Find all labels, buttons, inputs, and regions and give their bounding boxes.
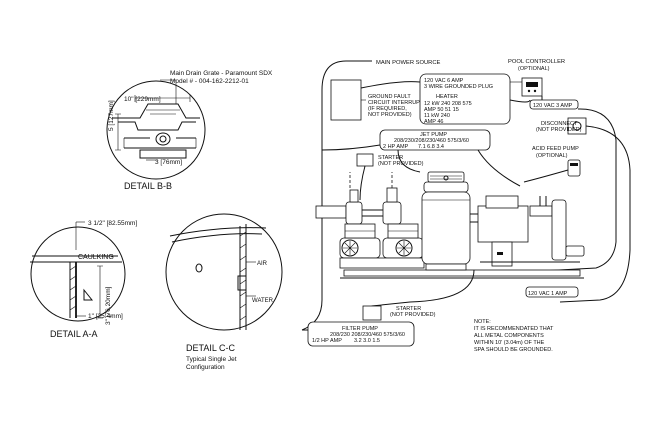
filter-pump-box <box>307 321 415 347</box>
heater-kw-row: 12 kW 240 208 575 <box>424 101 472 107</box>
heater-unit <box>477 195 567 267</box>
controller-supply-box <box>529 99 579 110</box>
acid-pump-line2: (OPTIONAL) <box>536 153 568 159</box>
dim-width: 10" [229mm] <box>124 96 161 103</box>
note-line4: SPA SHOULD BE GROUNDED. <box>474 347 553 353</box>
acid-pump-line1: ACID FEED PUMP <box>532 146 579 152</box>
detail-aa: 3 1/2" [82.55mm] CAULKING 3" [76.20mm] 1… <box>30 220 137 339</box>
gfci-box <box>330 79 362 121</box>
acid-supply-box <box>525 286 579 298</box>
gfci-line3: (IF REQUIRED, <box>368 106 407 112</box>
heater-amp-row: AMP 50 51 15 <box>424 107 459 113</box>
jet-fitting-icon <box>195 263 203 273</box>
detail-cc-title: DETAIL C-C <box>186 343 236 353</box>
dim-3: 3 [76mm] <box>155 159 182 166</box>
detail-aa-marker <box>83 288 94 301</box>
main-power-source: MAIN POWER SOURCE <box>376 60 441 66</box>
filter-pump-hp: 1/2 HP AMP <box>312 338 342 344</box>
jet-pump-amps: 7.1 6.8 3.4 <box>418 144 444 150</box>
starter-top-line1: STARTER <box>378 155 403 161</box>
detail-cc-subtitle2: Configuration <box>186 364 225 371</box>
filter-pump-amps: 3.2 3.0 1.5 <box>354 338 380 344</box>
dim-top: 3 1/2" [82.55mm] <box>88 220 137 227</box>
dim-vertical: 3" [76.20mm] <box>105 286 112 325</box>
filter-pump-label: FILTER PUMP <box>342 326 378 332</box>
grate-top-outline <box>112 103 200 119</box>
water-label: WATER <box>252 298 274 304</box>
dim-bottom: 1" [25.4mm] <box>88 313 123 320</box>
jet-pump-box <box>379 129 491 151</box>
gfci-line2: CIRCUIT INTERRUPTER <box>368 100 431 106</box>
detail-cc-circle <box>165 213 283 331</box>
equipment-skid <box>315 171 585 279</box>
pool-controller-line1: POOL CONTROLLER <box>508 59 565 65</box>
grate-model-line1: Main Drain Grate - Paramount SDX <box>170 70 273 77</box>
starter-bottom-line2: (NOT PROVIDED) <box>390 312 436 318</box>
note-title: NOTE: <box>474 319 491 325</box>
grate-model-line2: Model # - 004-162-2212-01 <box>170 78 249 85</box>
filter-pump-volts: 208/230 208/230/460 575/3/60 <box>330 332 405 338</box>
disconnect-line1: DISCONNECT <box>541 121 578 127</box>
detail-cc: AIR WATER DETAIL C-C Typical Single Jet … <box>165 213 283 371</box>
filter-pump-motor <box>339 237 381 259</box>
skid-base <box>343 269 581 277</box>
acid-feed-pump-icon <box>567 159 581 177</box>
starter-top-line2: (NOT PROVIDED) <box>378 161 424 167</box>
gfci-line1: GROUND FAULT <box>368 94 411 100</box>
detail-aa-circle <box>30 226 126 322</box>
heater-box <box>419 73 511 125</box>
detail-bb-title: DETAIL B-B <box>124 181 172 191</box>
detail-cc-subtitle1: Typical Single Jet <box>186 356 237 363</box>
note-line2: ALL METAL COMPONENTS <box>474 333 544 339</box>
air-label: AIR <box>257 261 268 267</box>
disconnect-line2: (NOT PROVIDED) <box>536 127 582 133</box>
starter-bottom-line1: STARTER <box>396 306 421 312</box>
note-line3: WITHIN 10' (3.04m) OF THE <box>474 340 545 346</box>
heater-supply-line1: 120 VAC 6 AMP <box>424 78 464 84</box>
wiring-diagram: MAIN POWER SOURCE GROUND FAULT CIRCUIT I… <box>301 59 631 353</box>
starter-top-box <box>356 153 374 167</box>
pool-controller-line2: (OPTIONAL) <box>518 66 550 72</box>
jet-pump-volts: 208/230/208/230/460 575/3/60 <box>394 138 469 144</box>
acid-supply: 120 VAC 1 AMP <box>528 291 568 297</box>
filter-canister <box>421 171 471 271</box>
caulking-label: CAULKING <box>78 254 114 261</box>
dim-height: 5 [127mm] <box>108 100 115 131</box>
note-line1: IT IS RECOMMENDATED THAT <box>474 326 554 332</box>
detail-bb-circle <box>106 80 206 180</box>
jet-pump-label: JET PUMP <box>420 132 447 138</box>
gfci-line4: NOT PROVIDED) <box>368 112 412 118</box>
detail-bb: 10" [229mm] 5 [127mm] 3 [76mm] Main Drai… <box>106 70 273 191</box>
heater-label: HEATER <box>436 94 458 100</box>
controller-supply: 120 VAC 3 AMP <box>533 103 573 109</box>
jet-pump-motor <box>382 237 424 259</box>
heater-supply-line2: 3 WIRE GROUNDED PLUG <box>424 84 493 90</box>
pool-controller-icon <box>521 77 543 97</box>
detail-aa-title: DETAIL A-A <box>50 329 98 339</box>
inlet-pipe <box>315 205 347 219</box>
heater-11amp: AMP 46 <box>424 119 443 125</box>
jet-pump-hp: 2 HP AMP <box>383 144 409 150</box>
starter-bottom-box <box>362 305 382 321</box>
heater-11kw: 11 kW 240 <box>424 113 450 119</box>
drain-outlet <box>155 132 171 146</box>
